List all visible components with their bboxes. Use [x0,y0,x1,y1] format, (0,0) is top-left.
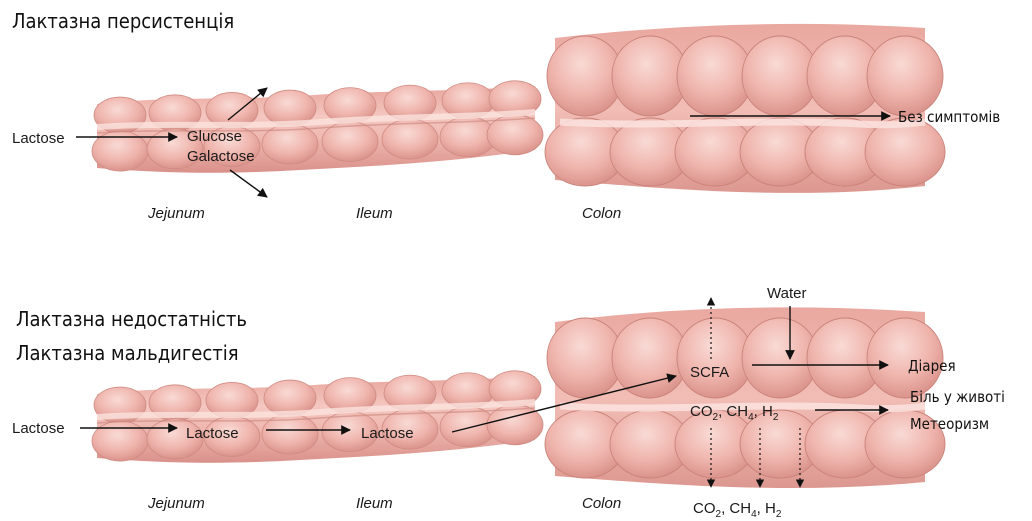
no-symptoms-label: Без симптомів [898,108,1000,126]
ileum-label-bottom: Ileum [356,495,393,512]
colon-haustrum [867,36,943,116]
water-label: Water [767,285,806,302]
lactose-input-label-bottom: Lactose [12,420,65,437]
galactose-label: Galactose [187,148,255,165]
panel-bottom-title-2: Лактазна мальдигестія [16,341,239,365]
arrow-absorption-down [230,170,267,197]
bloating-label: Метеоризм [910,415,989,433]
panel-top-title: Лактазна персистенція [12,9,234,33]
lactose-ileum-label: Lactose [361,425,414,442]
small-intestine-bottom [92,371,543,463]
panel-bottom-title-1: Лактазна недостатність [16,307,247,331]
gas-formula-out: CO2, CH4, H2 [693,500,782,520]
intestine-lobe [382,119,438,159]
lactose-input-label-top: Lactose [12,130,65,147]
scfa-label: SCFA [690,364,729,381]
colon-top [545,24,945,193]
colon-label-bottom: Colon [582,495,621,512]
colon-bottom [545,307,945,488]
colon-label-top: Colon [582,205,621,222]
small-intestine-top [92,81,543,173]
abdominal-pain-label: Біль у животі [910,388,1005,406]
intestine-lobe [92,421,148,461]
diarrhea-label: Діарея [908,357,956,375]
ileum-label-top: Ileum [356,205,393,222]
jejunum-label-top: Jejunum [147,205,205,222]
jejunum-label-bottom: Jejunum [147,495,205,512]
lactose-jejunum-label: Lactose [186,425,239,442]
glucose-label: Glucose [187,128,242,145]
